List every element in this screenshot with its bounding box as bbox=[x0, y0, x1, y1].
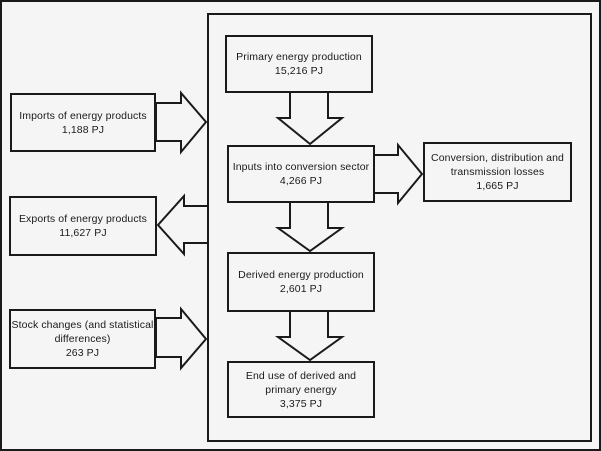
inputs-value: 4,266 PJ bbox=[279, 175, 323, 187]
box-end-use-of-energy: End use of derived and primary energy 3,… bbox=[227, 361, 375, 418]
enduse-label-line1: End use of derived and bbox=[245, 369, 357, 382]
arrow-system-to-exports bbox=[156, 193, 209, 257]
losses-label-line2: transmission losses bbox=[450, 166, 545, 178]
box-inputs-into-conversion-sector: Inputs into conversion sector 4,266 PJ bbox=[227, 145, 375, 203]
stock-value: 263 PJ bbox=[65, 347, 100, 359]
stock-label-line2: differences) bbox=[54, 333, 111, 345]
losses-value: 1,665 PJ bbox=[476, 180, 519, 192]
box-stock-changes: Stock changes (and statistical differenc… bbox=[9, 309, 156, 369]
box-primary-energy-production: Primary energy production 15,216 PJ bbox=[225, 35, 373, 93]
box-conversion-losses: Conversion, distribution and transmissio… bbox=[423, 142, 572, 202]
inputs-label: Inputs into conversion sector bbox=[232, 161, 370, 173]
primary-label: Primary energy production bbox=[236, 51, 362, 63]
primary-value: 15,216 PJ bbox=[274, 65, 324, 77]
losses-label-line1: Conversion, distribution and bbox=[431, 152, 564, 164]
exports-value: 11,627 PJ bbox=[59, 227, 107, 239]
imports-value: 1,188 PJ bbox=[61, 123, 105, 136]
derived-label: Derived energy production bbox=[238, 269, 364, 281]
enduse-label-line2: primary energy bbox=[265, 383, 337, 396]
enduse-value: 3,375 PJ bbox=[279, 397, 323, 410]
box-imports-of-energy-products: Imports of energy products 1,188 PJ bbox=[10, 93, 156, 152]
box-derived-energy-production: Derived energy production 2,601 PJ bbox=[227, 252, 375, 312]
exports-label: Exports of energy products bbox=[18, 213, 148, 225]
derived-value: 2,601 PJ bbox=[279, 283, 323, 295]
arrow-stock-to-system bbox=[155, 306, 208, 371]
imports-label: Imports of energy products bbox=[19, 109, 147, 122]
box-exports-of-energy-products: Exports of energy products 11,627 PJ bbox=[9, 196, 157, 256]
stock-label-line1: Stock changes (and statistical bbox=[11, 319, 154, 331]
arrow-imports-to-system bbox=[155, 90, 208, 155]
